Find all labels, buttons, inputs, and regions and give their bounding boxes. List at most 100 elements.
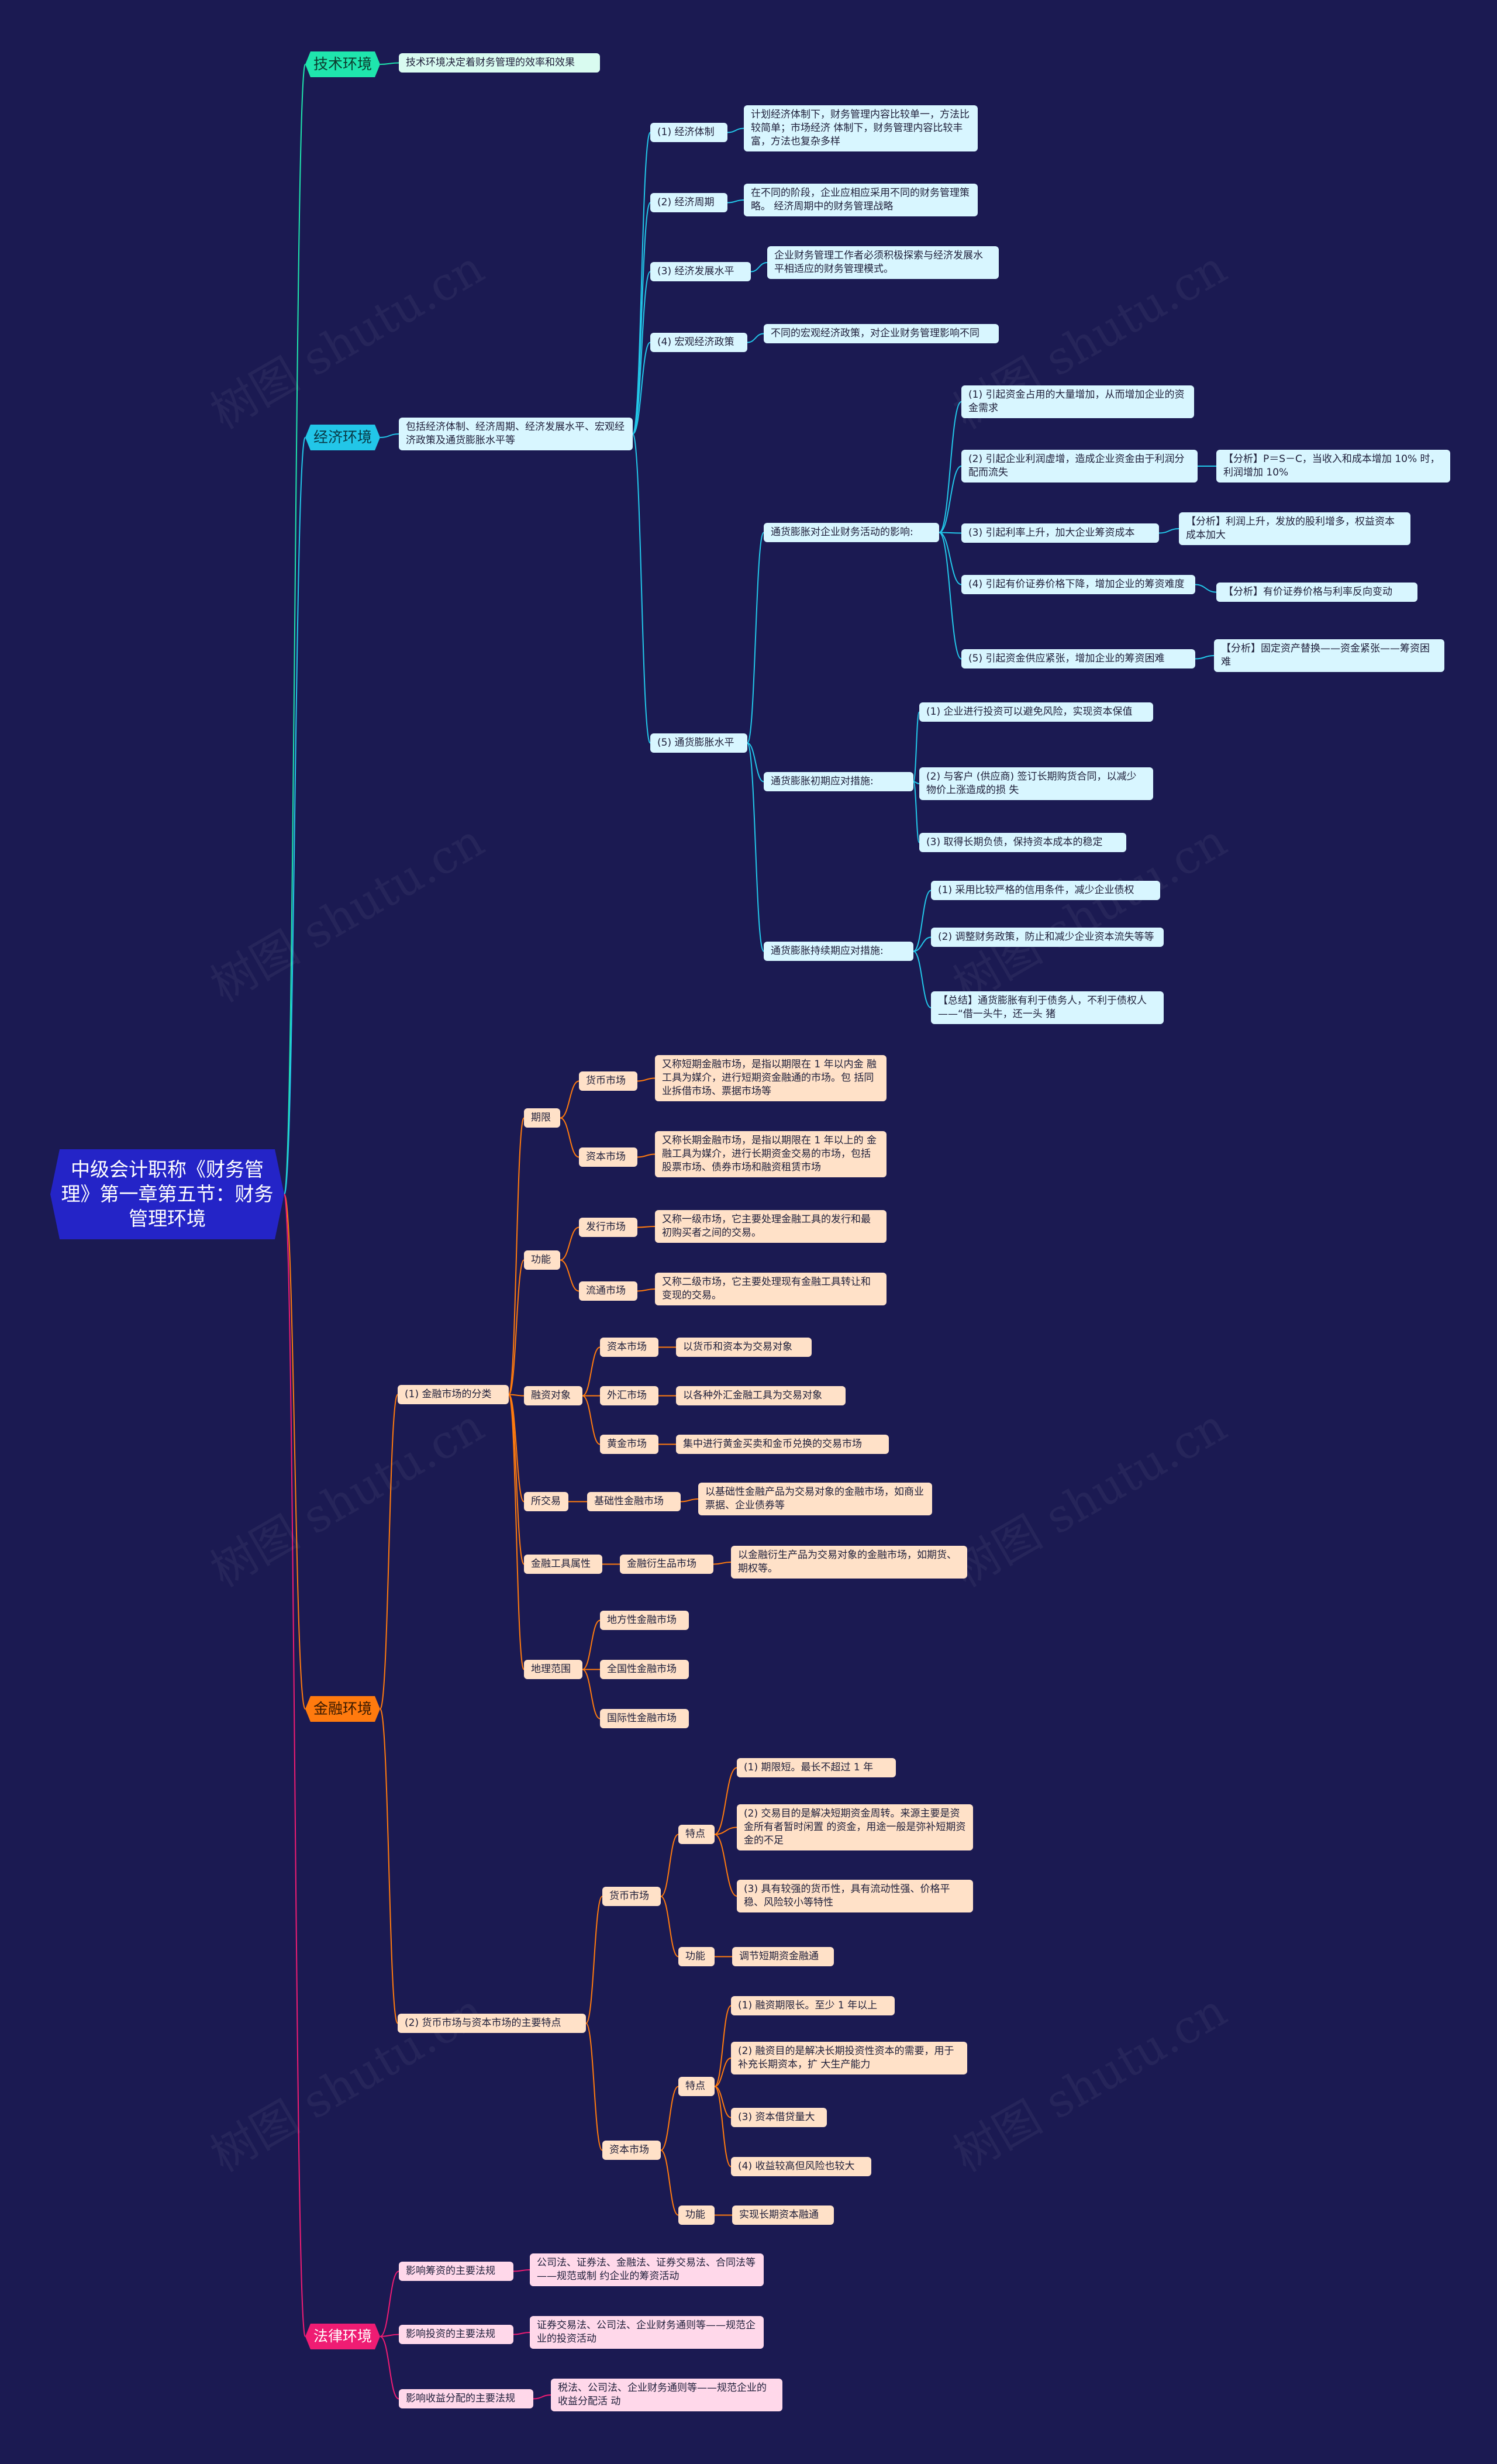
branch-econ-environment[interactable]: 经济环境 (305, 425, 380, 450)
object-gold-market[interactable]: 黄金市场 (600, 1435, 658, 1454)
func-primary-market-desc[interactable]: 又称一级市场，它主要处理金融工具的发行和最初购买者之间的交易。 (655, 1210, 887, 1243)
trade-basic-market-desc[interactable]: 以基础性金融产品为交易对象的金融市场，如商业票据、企业债券等 (698, 1483, 932, 1515)
law-investment-regulations-desc[interactable]: 证券交易法、公司法、企业财务通则等——规范企业的投资活动 (530, 2316, 764, 2349)
law-distribution-regulations-desc[interactable]: 税法、公司法、企业财务通则等——规范企业的收益分配活 动 (551, 2379, 782, 2411)
law-investment-regulations[interactable]: 影响投资的主要法规 (399, 2325, 513, 2344)
fin-market-features[interactable]: (2) 货币市场与资本市场的主要特点 (398, 2014, 586, 2033)
capital-market-traits[interactable]: 特点 (678, 2077, 715, 2096)
inflation-impact-2-note[interactable]: 【分析】P＝S－C，当收入和成本增加 10% 时，利润增加 10% (1216, 450, 1450, 483)
connector-line (284, 1194, 306, 2337)
money-trait-3[interactable]: (3) 具有较强的货币性，具有流动性强、价格平稳、风险较小等特性 (737, 1880, 973, 1912)
object-forex-market[interactable]: 外汇市场 (600, 1386, 658, 1405)
connector-line (632, 271, 651, 435)
object-capital-market[interactable]: 资本市场 (600, 1338, 658, 1357)
inflation-impact-3[interactable]: (3) 引起利率上升，加大企业筹资成本 (961, 523, 1159, 543)
econ-item-cycle-desc[interactable]: 在不同的阶段，企业应相应采用不同的财务管理策略。 经济周期中的财务管理战略 (744, 184, 978, 216)
capital-market-function-label[interactable]: 功能 (678, 2205, 715, 2225)
inflation-impact-4[interactable]: (4) 引起有价证券价格下降，增加企业的筹资难度 (961, 575, 1195, 594)
fin-classification[interactable]: (1) 金融市场的分类 (398, 1385, 509, 1404)
capital-trait-4[interactable]: (4) 收益较高但风险也较大 (731, 2157, 871, 2176)
object-capital-market-desc[interactable]: 以货币和资本为交易对象 (676, 1338, 812, 1357)
connector-line (582, 1619, 601, 1670)
connector-line (508, 1394, 525, 1397)
tech-desc[interactable]: 技术环境决定着财务管理的效率和效果 (399, 53, 600, 73)
object-forex-market-desc[interactable]: 以各种外汇金融工具为交易对象 (676, 1386, 846, 1405)
feature-money-market[interactable]: 货币市场 (602, 1887, 661, 1906)
class-object[interactable]: 融资对象 (524, 1386, 582, 1405)
geo-national-market[interactable]: 全国性金融市场 (600, 1660, 689, 1679)
money-market-function[interactable]: 调节短期资金融通 (732, 1947, 834, 1966)
capital-trait-3[interactable]: (3) 资本借贷量大 (731, 2108, 827, 2127)
econ-item-policy-desc[interactable]: 不同的宏观经济政策，对企业财务管理影响不同 (764, 324, 999, 343)
money-trait-1[interactable]: (1) 期限短。最长不超过 1 年 (737, 1758, 896, 1777)
connector-line (560, 1226, 580, 1261)
func-primary-market[interactable]: 发行市场 (579, 1218, 637, 1237)
term-money-market[interactable]: 货币市场 (579, 1071, 637, 1091)
ongoing-measure-1[interactable]: (1) 采用比较严格的信用条件，减少企业债权 (931, 881, 1160, 900)
connector-line (747, 532, 764, 744)
func-secondary-market[interactable]: 流通市场 (579, 1281, 637, 1301)
early-measure-1[interactable]: (1) 企业进行投资可以避免风险，实现资本保值 (919, 702, 1153, 722)
branch-tech-environment[interactable]: 技术环境 (305, 51, 380, 77)
class-attribute[interactable]: 金融工具属性 (524, 1555, 602, 1574)
inflation-impact-5[interactable]: (5) 引起资金供应紧张，增加企业的筹资困难 (961, 649, 1195, 668)
func-secondary-market-desc[interactable]: 又称二级市场，它主要处理现有金融工具转让和变现的交易。 (655, 1273, 887, 1305)
econ-item-development[interactable]: (3) 经济发展水平 (650, 262, 751, 281)
capital-trait-2[interactable]: (2) 融资目的是解决长期投资性资本的需要，用于补充长期资本，扩 大生产能力 (731, 2042, 967, 2074)
attr-derivative-market[interactable]: 金融衍生品市场 (620, 1555, 713, 1574)
inflation-impact-5-note[interactable]: 【分析】固定资产替换——资金紧张——筹资困难 (1214, 639, 1444, 672)
connector-line (513, 2269, 530, 2272)
connector-line (508, 1117, 525, 1395)
geo-local-market[interactable]: 地方性金融市场 (600, 1611, 689, 1630)
capital-market-function[interactable]: 实现长期资本融通 (732, 2205, 834, 2225)
inflation-impact-1[interactable]: (1) 引起资金占用的大量增加，从而增加企业的资金需求 (961, 385, 1194, 418)
connector-line (660, 2149, 679, 2216)
feature-capital-market[interactable]: 资本市场 (602, 2141, 661, 2160)
geo-international-market[interactable]: 国际性金融市场 (600, 1709, 689, 1728)
money-trait-2[interactable]: (2) 交易目的是解决短期资金周转。来源主要是资金所有者暂时闲置 的资金，用途一… (737, 1804, 973, 1850)
econ-item-development-desc[interactable]: 企业财务管理工作者必须积极探索与经济发展水平相适应的财务管理模式。 (767, 246, 999, 279)
branch-fin-environment[interactable]: 金融环境 (305, 1696, 380, 1722)
connector-line (714, 2086, 732, 2118)
inflation-early-measures[interactable]: 通货膨胀初期应对措施: (764, 772, 913, 791)
law-financing-regulations[interactable]: 影响筹资的主要法规 (399, 2262, 513, 2281)
inflation-impact-4-note[interactable]: 【分析】有价证券价格与利率反向变动 (1216, 583, 1417, 602)
inflation-impact[interactable]: 通货膨胀对企业财务活动的影响: (764, 523, 939, 542)
object-gold-market-desc[interactable]: 集中进行黄金买卖和金币兑换的交易市场 (676, 1435, 889, 1454)
connector-line (513, 2332, 530, 2335)
attr-derivative-market-desc[interactable]: 以金融衍生产品为交易对象的金融市场，如期货、期权等。 (731, 1546, 967, 1579)
econ-item-system-desc[interactable]: 计划经济体制下，财务管理内容比较单一，方法比较简单；市场经济 体制下，财务管理内… (744, 105, 978, 151)
money-market-function-label[interactable]: 功能 (678, 1947, 715, 1966)
early-measure-2[interactable]: (2) 与客户 (供应商) 签订长期购货合同，以减少物价上涨造成的损 失 (919, 767, 1153, 800)
term-money-market-desc[interactable]: 又称短期金融市场，是指以期限在 1 年以内金 融工具为媒介，进行短期资金融通的市… (655, 1055, 887, 1101)
ongoing-measure-2[interactable]: (2) 调整财务政策，防止和减少企业资本流失等等 (931, 928, 1164, 947)
term-capital-market[interactable]: 资本市场 (579, 1147, 637, 1167)
inflation-impact-3-note[interactable]: 【分析】利润上升，发放的股利增多，权益资本成本加大 (1179, 512, 1410, 545)
connector-line (380, 1708, 398, 2024)
connector-line (714, 2005, 732, 2087)
connector-line (714, 2058, 732, 2087)
ongoing-measure-3[interactable]: 【总结】通货膨胀有利于债务人，不利于债权人——“借一头牛，还一头 猪 (931, 991, 1164, 1024)
class-geography[interactable]: 地理范围 (524, 1660, 582, 1679)
term-capital-market-desc[interactable]: 又称长期金融市场，是指以期限在 1 年以上的 金融工具为媒介，进行长期资金交易的… (655, 1131, 887, 1177)
class-trade[interactable]: 所交易 (524, 1492, 568, 1511)
inflation-ongoing-measures[interactable]: 通货膨胀持续期应对措施: (764, 942, 913, 961)
econ-item-policy[interactable]: (4) 宏观经济政策 (650, 333, 747, 352)
root-topic[interactable]: 中级会计职称《财务管理》第一章第五节：财务管理环境 (50, 1149, 284, 1239)
trade-basic-market[interactable]: 基础性金融市场 (587, 1492, 681, 1511)
econ-desc[interactable]: 包括经济体制、经济周期、经济发展水平、宏观经济政策及通货膨胀水平等 (399, 418, 633, 450)
money-market-traits[interactable]: 特点 (678, 1825, 715, 1844)
law-distribution-regulations[interactable]: 影响收益分配的主要法规 (399, 2389, 533, 2408)
econ-item-inflation[interactable]: (5) 通货膨胀水平 (650, 733, 747, 753)
class-function[interactable]: 功能 (524, 1250, 560, 1270)
law-financing-regulations-desc[interactable]: 公司法、证券法、金融法、证券交易法、合同法等——规范或制 约企业的筹资活动 (530, 2253, 764, 2286)
branch-law-environment[interactable]: 法律环境 (305, 2324, 380, 2349)
early-measure-3[interactable]: (3) 取得长期负债，保持资本成本的稳定 (919, 833, 1126, 852)
econ-item-system[interactable]: (1) 经济体制 (650, 123, 727, 142)
inflation-impact-2[interactable]: (2) 引起企业利润虚增，造成企业资金由于利润分配而流失 (961, 450, 1198, 483)
capital-trait-1[interactable]: (1) 融资期限长。至少 1 年以上 (731, 1996, 895, 2015)
econ-item-cycle[interactable]: (2) 经济周期 (650, 193, 727, 212)
connector-line (939, 532, 962, 660)
class-term[interactable]: 期限 (524, 1108, 560, 1128)
